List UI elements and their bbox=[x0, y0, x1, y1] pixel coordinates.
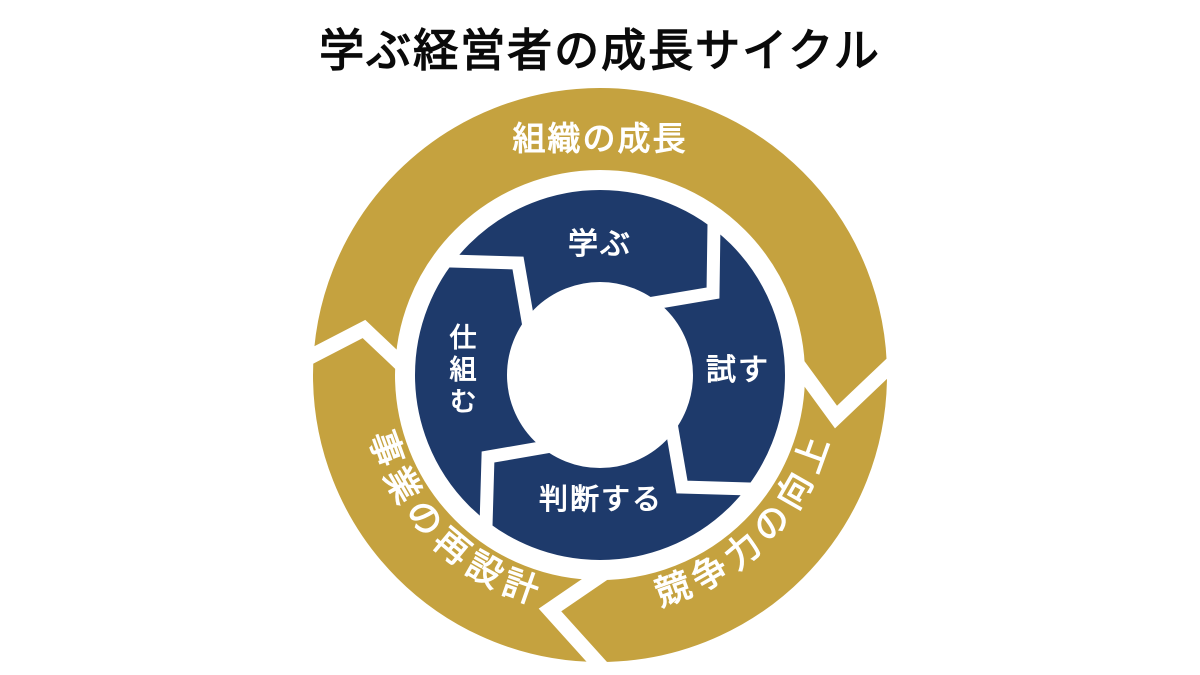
clockwise-arrow-icon bbox=[538, 562, 616, 675]
clockwise-arrow-icon bbox=[787, 349, 907, 429]
clockwise-arrow-icon bbox=[646, 217, 721, 311]
outer-ring bbox=[313, 88, 887, 662]
inner-step-learn: 学ぶ bbox=[568, 228, 632, 261]
clockwise-arrow-icon bbox=[442, 254, 536, 329]
clockwise-arrow-icon bbox=[664, 421, 758, 496]
clockwise-arrow-icon bbox=[293, 319, 413, 376]
inner-step-judge: 判断する bbox=[538, 484, 664, 516]
inner-ring bbox=[415, 190, 785, 560]
inner-step-systematize: 仕組む bbox=[445, 323, 476, 419]
inner-step-try: 試す bbox=[706, 354, 770, 387]
clockwise-arrow-icon bbox=[479, 439, 554, 533]
outer-ring-label-organization-growth: 組織の成長 bbox=[512, 120, 688, 157]
diagram-title: 学ぶ経営者の成長サイクル bbox=[319, 25, 881, 76]
